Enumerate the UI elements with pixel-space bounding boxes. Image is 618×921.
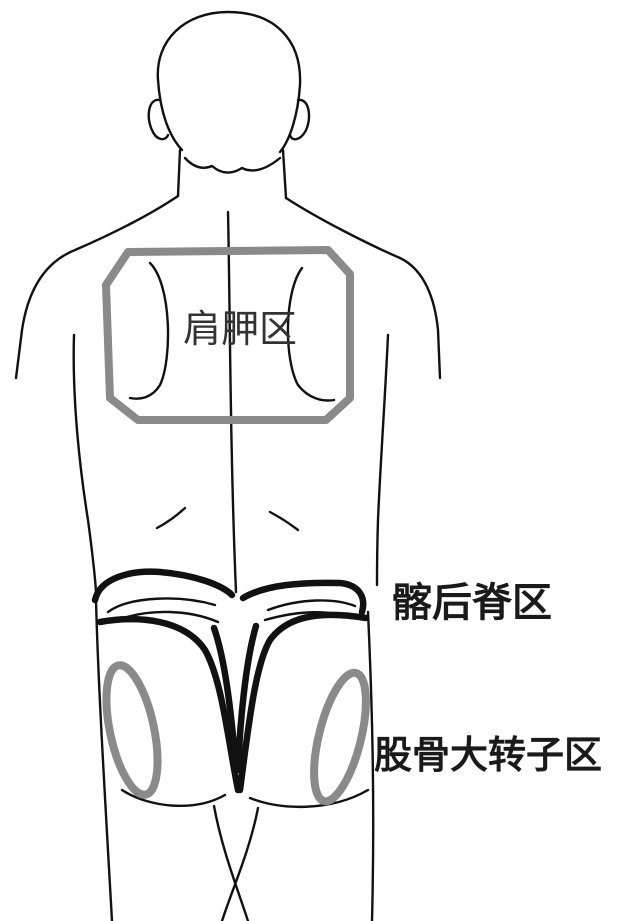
right-ear [290, 100, 309, 139]
left-shoulder-arm [16, 196, 178, 378]
iliac-crest-region-label: 髂后脊区 [392, 580, 552, 626]
trochanter-region-label: 股骨大转子区 [374, 733, 602, 777]
iliac-crescent-left-upper [108, 599, 215, 612]
iliac-crest-left [95, 572, 232, 600]
hairline [185, 158, 280, 173]
right-leg-outer [368, 612, 373, 921]
torso-left-side [74, 335, 96, 592]
trochanter-region-right [304, 668, 377, 806]
upper-body [16, 150, 440, 592]
spine-line [228, 212, 236, 592]
neck-right [283, 150, 286, 198]
iliac-crescent-right-upper [268, 600, 355, 610]
head-outline [158, 12, 300, 152]
gluteal-inner-left [214, 628, 236, 770]
trochanter-region: 股骨大转子区 [97, 661, 602, 806]
left-leg-outer [96, 600, 112, 921]
lower-back-mark-left [157, 508, 185, 528]
neck-left [178, 150, 180, 196]
lower-back-mark-right [270, 512, 298, 530]
scapular-region-label: 肩胛区 [183, 307, 297, 351]
left-scapula [130, 263, 168, 399]
right-shoulder-arm [286, 198, 440, 378]
trochanter-region-left [97, 661, 167, 799]
buttock-bottom-right [250, 790, 368, 807]
iliac-crest-right [243, 583, 363, 612]
right-leg-inner [222, 808, 258, 921]
torso-right-side [377, 335, 388, 585]
lower-body [96, 600, 373, 921]
gluteal-outline-right [240, 615, 366, 790]
head [149, 12, 309, 173]
